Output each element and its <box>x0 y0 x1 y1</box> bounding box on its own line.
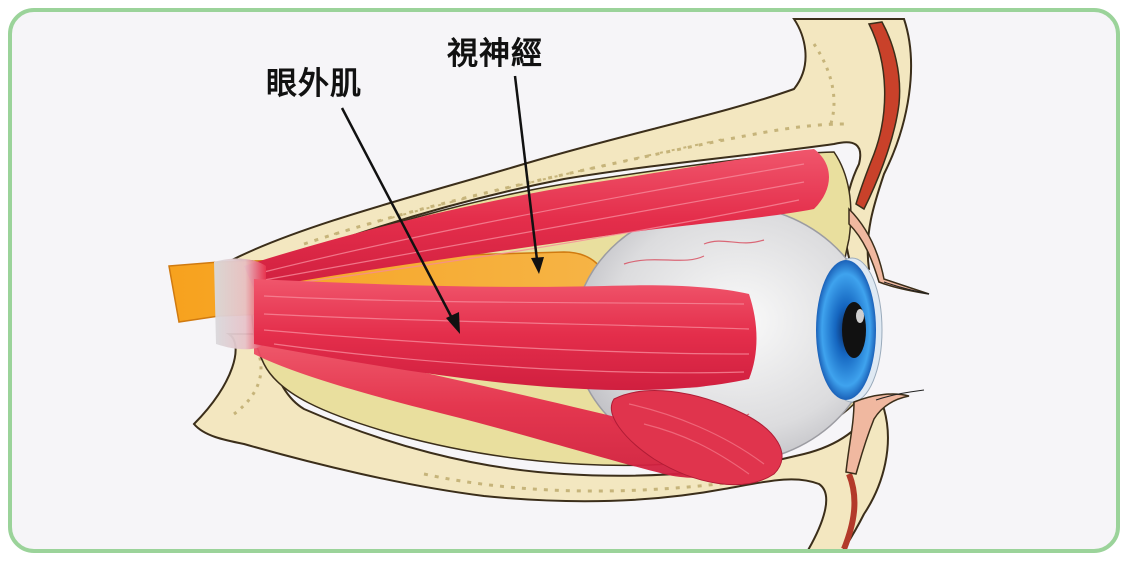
figure-frame: 眼外肌 視神經 <box>8 8 1120 553</box>
optic-nerve-label: 視神經 <box>447 28 543 73</box>
pupil <box>842 302 866 358</box>
muscle-label: 眼外肌 <box>266 58 362 103</box>
eye-orbit-illustration <box>12 12 1120 553</box>
